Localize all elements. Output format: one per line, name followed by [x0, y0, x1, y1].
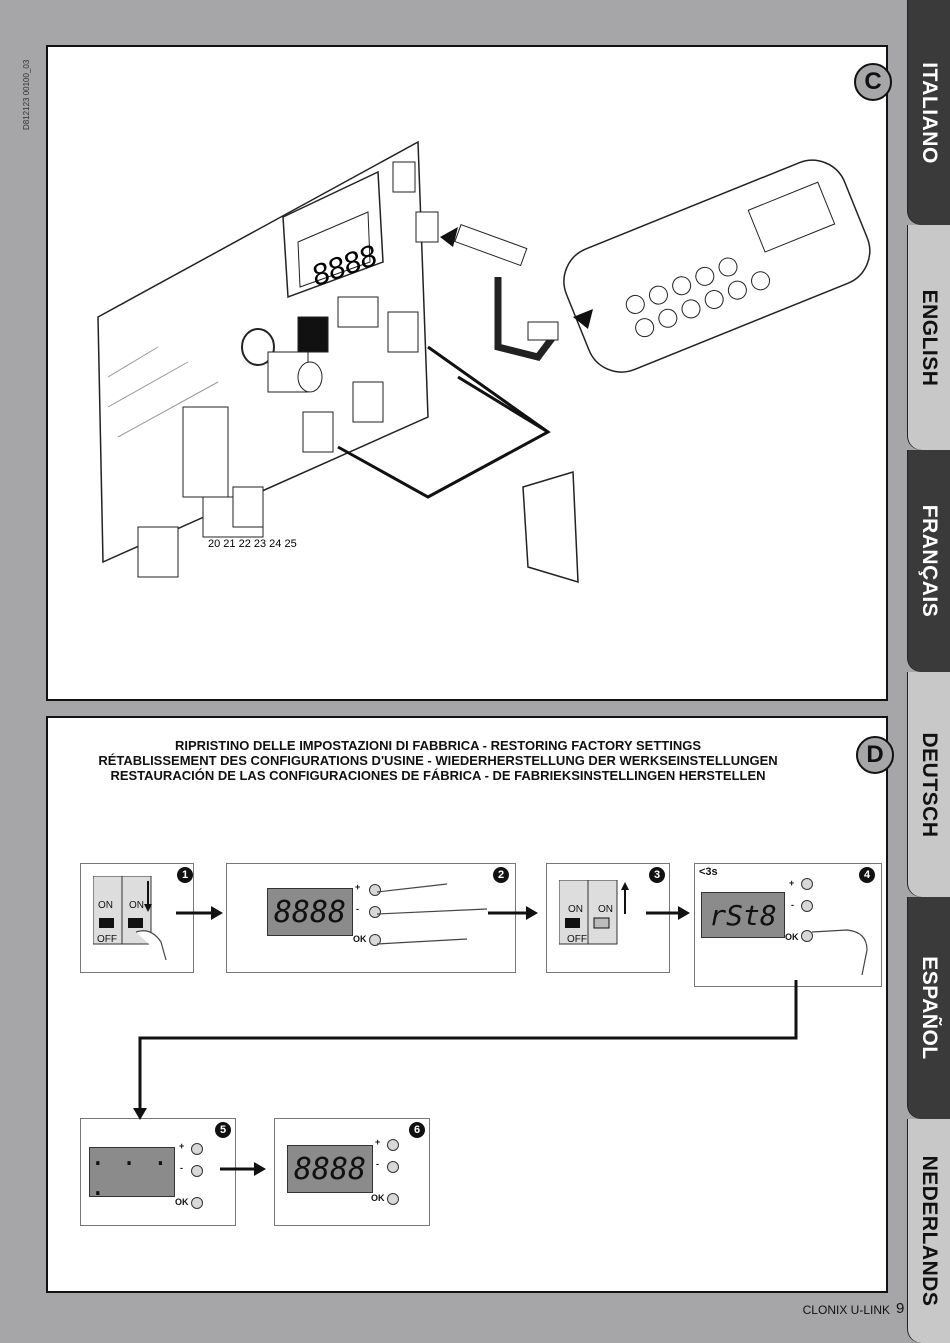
plus-key	[387, 1139, 399, 1151]
step-number: 1	[177, 867, 193, 883]
ok-key-label: OK	[785, 932, 799, 942]
step-number: 3	[649, 867, 665, 883]
tab-english[interactable]: ENGLISH	[908, 225, 950, 450]
plus-key-label: +	[789, 878, 795, 888]
tab-francais[interactable]: FRANÇAIS	[908, 450, 950, 672]
factory-reset-title: RIPRISTINO DELLE IMPOSTAZIONI DI FABBRIC…	[88, 738, 788, 783]
tab-nederlands[interactable]: NEDERLANDS	[908, 1119, 950, 1343]
ok-key-label: OK	[371, 1193, 385, 1203]
tab-espanol[interactable]: ESPAÑOL	[908, 897, 950, 1119]
step-1: 1 ON ON OFF	[80, 863, 194, 973]
minus-key-label: -	[376, 1159, 379, 1169]
plus-key	[801, 878, 813, 890]
plus-key	[191, 1143, 203, 1155]
step-6: 6 8888 + - OK	[274, 1118, 430, 1226]
dip-on-label: ON	[129, 900, 144, 911]
step-number: 2	[493, 867, 509, 883]
ok-key	[191, 1197, 203, 1209]
dip-switch	[559, 880, 629, 945]
step-4: 4 <3s rSt8 + - OK	[694, 863, 882, 987]
tab-label: NEDERLANDS	[918, 1155, 941, 1307]
fingers-icon	[377, 883, 488, 945]
dip-on-label: ON	[598, 904, 613, 915]
title-line: RÉTABLISSEMENT DES CONFIGURATIONS D'USIN…	[98, 753, 778, 768]
dip-off-label: OFF	[97, 934, 117, 945]
ok-key-label: OK	[353, 934, 367, 944]
step-number: 4	[859, 867, 875, 883]
minus-key-label: -	[356, 904, 359, 914]
figure-panel-c: C 8888 20 21 22 23 24 25	[46, 45, 892, 701]
lcd-display: rSt8	[701, 892, 785, 938]
minus-key	[387, 1161, 399, 1173]
finger-icon	[811, 929, 868, 976]
panel-c-badge: C	[854, 63, 892, 101]
plus-key	[369, 884, 381, 896]
plus-key-label: +	[179, 1141, 185, 1151]
tab-label: ITALIANO	[918, 61, 941, 164]
title-line: RIPRISTINO DELLE IMPOSTAZIONI DI FABBRIC…	[174, 738, 702, 753]
figure-panel-d: D RIPRISTINO DELLE IMPOSTAZIONI DI FABBR…	[46, 716, 894, 1293]
plus-key-label: +	[355, 882, 361, 892]
lcd-display: . . . .	[89, 1142, 175, 1202]
minus-key-label: -	[180, 1163, 183, 1173]
tab-label: ESPAÑOL	[918, 956, 941, 1060]
lcd-display: 8888	[287, 1145, 373, 1193]
minus-key	[369, 906, 381, 918]
step-number: 5	[215, 1122, 231, 1138]
dip-off-label: OFF	[567, 934, 587, 945]
minus-key-label: -	[791, 900, 794, 910]
dip-on-label: ON	[98, 900, 113, 911]
tab-deutsch[interactable]: DEUTSCH	[908, 672, 950, 897]
hand-icon	[135, 930, 167, 961]
tab-label: DEUTSCH	[918, 731, 941, 838]
lcd-display: 8888	[267, 888, 353, 936]
ok-key	[387, 1193, 399, 1205]
footer-page-number: 9	[896, 1300, 905, 1317]
dip-on-label: ON	[568, 904, 583, 915]
ok-key	[369, 934, 381, 946]
minus-key	[801, 900, 813, 912]
plus-key-label: +	[375, 1137, 381, 1147]
ok-key-label: OK	[175, 1197, 189, 1207]
step-5: 5 . . . . + - OK	[80, 1118, 236, 1226]
tab-label: ENGLISH	[918, 289, 941, 386]
language-tabs: ITALIANO ENGLISH FRANÇAIS DEUTSCH ESPAÑO…	[908, 0, 950, 1343]
panel-d-badge: D	[856, 736, 894, 774]
tab-italiano[interactable]: ITALIANO	[908, 0, 950, 225]
tab-label: FRANÇAIS	[918, 504, 941, 618]
step-number: 6	[409, 1122, 425, 1138]
step-2: 2 8888 + - OK	[226, 863, 516, 973]
minus-key	[191, 1165, 203, 1177]
hold-time-label: <3s	[699, 866, 718, 878]
footer-product-name: CLONIX U-LINK	[802, 1303, 890, 1317]
receiver-board-illustration: 8888 20 21 22 23 24 25	[97, 140, 871, 584]
title-line: RESTAURACIÓN DE LAS CONFIGURACIONES DE F…	[110, 768, 766, 783]
document-code: D812123 00100_03	[22, 59, 31, 130]
svg-text:20 21 22 23 24 25: 20 21 22 23 24 25	[208, 538, 297, 550]
ok-key	[801, 930, 813, 942]
step-3: 3 ON ON OFF	[546, 863, 670, 973]
